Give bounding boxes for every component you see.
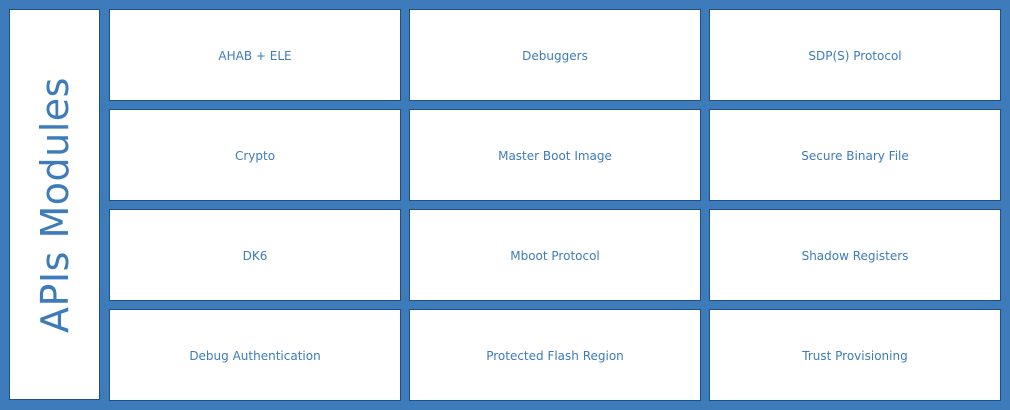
module-label: Trust Provisioning xyxy=(802,349,908,363)
module-box-dk6: DK6 xyxy=(109,209,401,301)
module-label: AHAB + ELE xyxy=(218,49,292,63)
module-box-sdps-protocol: SDP(S) Protocol xyxy=(709,9,1001,101)
module-label: Mboot Protocol xyxy=(510,249,600,263)
module-label: DK6 xyxy=(242,249,268,263)
apis-modules-panel: APIs Modules xyxy=(9,9,100,400)
module-box-trust-provisioning: Trust Provisioning xyxy=(709,309,1001,401)
module-box-protected-flash-region: Protected Flash Region xyxy=(409,309,701,401)
module-label: Secure Binary File xyxy=(801,149,909,163)
module-label: SDP(S) Protocol xyxy=(808,49,902,63)
module-box-debuggers: Debuggers xyxy=(409,9,701,101)
module-label: Shadow Registers xyxy=(801,249,909,263)
module-label: Protected Flash Region xyxy=(486,349,624,363)
module-box-shadow-registers: Shadow Registers xyxy=(709,209,1001,301)
module-box-crypto: Crypto xyxy=(109,109,401,201)
module-box-secure-binary-file: Secure Binary File xyxy=(709,109,1001,201)
module-box-ahab-ele: AHAB + ELE xyxy=(109,9,401,101)
apis-modules-title: APIs Modules xyxy=(32,76,77,333)
module-label: Debuggers xyxy=(522,49,588,63)
module-box-master-boot-image: Master Boot Image xyxy=(409,109,701,201)
module-label: Crypto xyxy=(234,149,276,163)
module-box-debug-authentication: Debug Authentication xyxy=(109,309,401,401)
module-label: Debug Authentication xyxy=(189,349,321,363)
module-box-mboot-protocol: Mboot Protocol xyxy=(409,209,701,301)
module-label: Master Boot Image xyxy=(498,149,612,163)
